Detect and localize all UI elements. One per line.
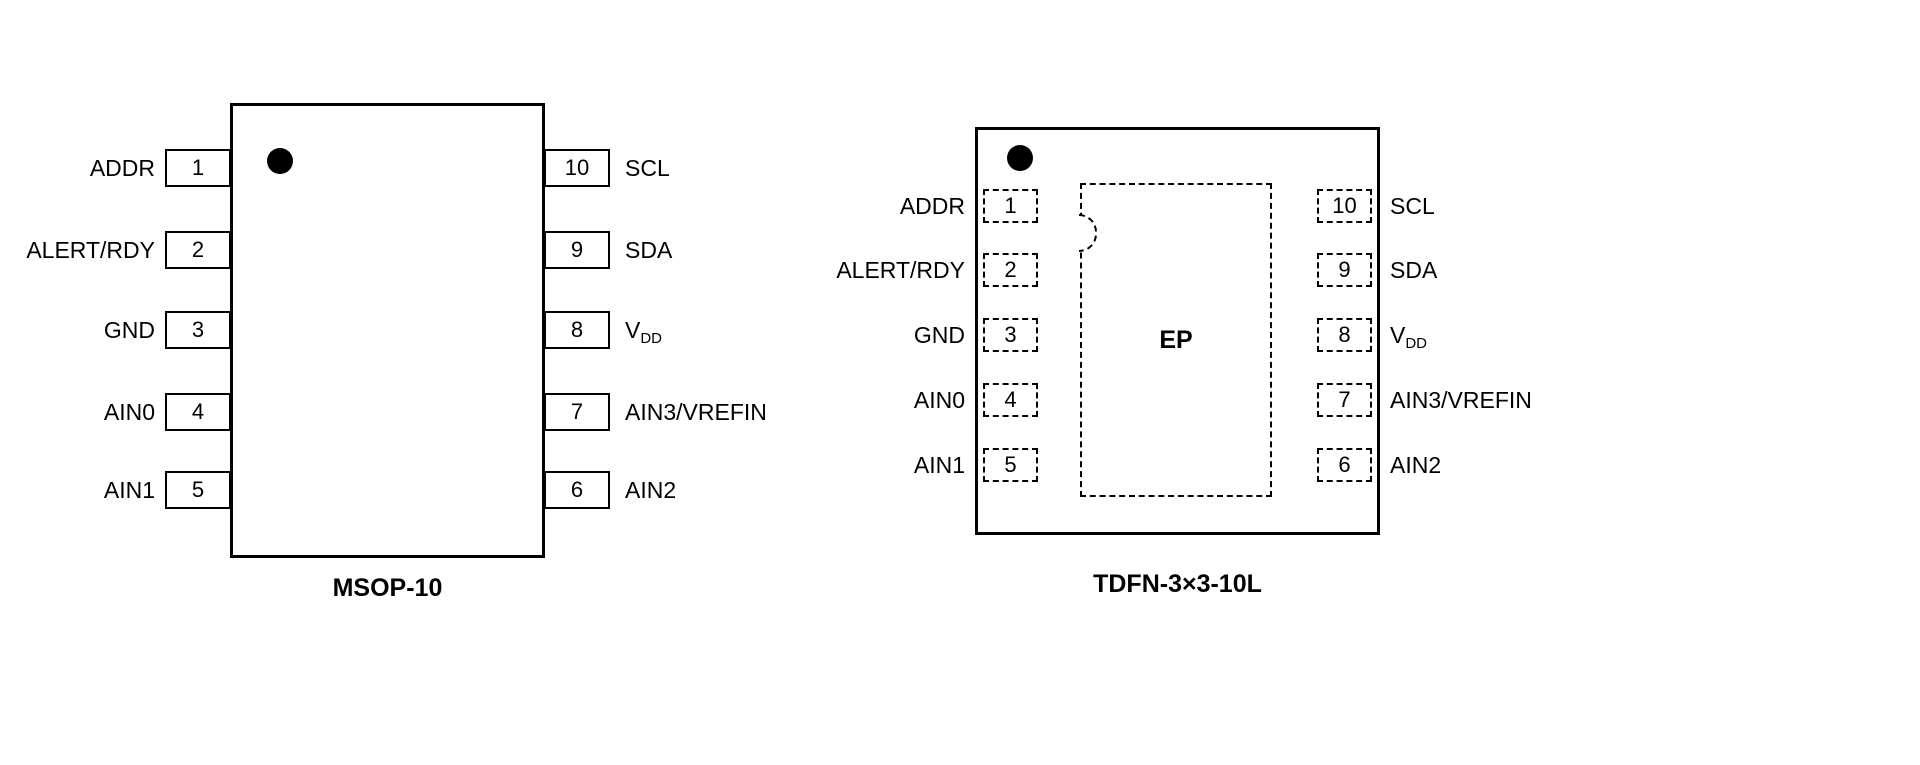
msop-pin-box-1: 1 bbox=[165, 149, 231, 187]
exposed-pad-label: EP bbox=[1159, 325, 1193, 354]
msop-pin-box-4: 4 bbox=[165, 393, 231, 431]
msop-pin-name-vdd: VDD bbox=[625, 311, 975, 349]
tdfn-pin-box-3: 3 bbox=[983, 318, 1038, 352]
msop-pin-name-ain2: AIN2 bbox=[625, 471, 975, 509]
tdfn-pin-name-scl: SCL bbox=[1390, 189, 1740, 223]
msop-pin-box-5: 5 bbox=[165, 471, 231, 509]
tdfn-pin-box-10: 10 bbox=[1317, 189, 1372, 223]
tdfn-pin-box-6: 6 bbox=[1317, 448, 1372, 482]
tdfn-pin-name-vdd: VDD bbox=[1390, 318, 1740, 352]
msop-pin-name-ain3-vrefin: AIN3/VREFIN bbox=[625, 393, 975, 431]
msop-pin-box-7: 7 bbox=[544, 393, 610, 431]
pin-label: AIN2 bbox=[625, 477, 677, 503]
msop-pin-name-sda: SDA bbox=[625, 231, 975, 269]
msop-pin-box-10: 10 bbox=[544, 149, 610, 187]
msop-pin-name-ain0: AIN0 bbox=[103, 399, 155, 425]
msop-pin-name-ain1: AIN1 bbox=[103, 477, 155, 503]
tdfn-pin-name-ain3-vrefin: AIN3/VREFIN bbox=[1390, 383, 1740, 417]
msop-pin-box-3: 3 bbox=[165, 311, 231, 349]
pin-label: AIN3/VREFIN bbox=[1390, 387, 1532, 413]
msop-pin-name-alert-rdy: ALERT/RDY bbox=[26, 237, 155, 263]
tdfn-pin-box-7: 7 bbox=[1317, 383, 1372, 417]
msop-pin-box-8: 8 bbox=[544, 311, 610, 349]
tdfn-pin-box-1: 1 bbox=[983, 189, 1038, 223]
tdfn-pin-box-2: 2 bbox=[983, 253, 1038, 287]
exposed-pad: EP bbox=[1080, 183, 1272, 497]
pin-label: AIN2 bbox=[1390, 452, 1442, 478]
pin-label: SCL bbox=[625, 155, 670, 181]
tdfn-pin-box-5: 5 bbox=[983, 448, 1038, 482]
msop-body-outline bbox=[230, 103, 545, 558]
tdfn-pin-name-addr: ADDR bbox=[899, 193, 965, 219]
tdfn-pin-box-4: 4 bbox=[983, 383, 1038, 417]
msop-caption: MSOP-10 bbox=[332, 574, 443, 602]
tdfn-pin-name-sda: SDA bbox=[1390, 253, 1740, 287]
tdfn-pin-name-ain1: AIN1 bbox=[913, 452, 965, 478]
tdfn-pin-name-alert-rdy: ALERT/RDY bbox=[836, 257, 965, 283]
pin1-indicator-dot bbox=[267, 148, 293, 174]
pin-label: SCL bbox=[1390, 193, 1435, 219]
msop-pin-box-6: 6 bbox=[544, 471, 610, 509]
msop-pin-name-scl: SCL bbox=[625, 149, 975, 187]
pin-label-subscript: DD bbox=[1405, 335, 1428, 352]
pin-label: SDA bbox=[1390, 257, 1438, 283]
pin-label: V bbox=[1390, 322, 1406, 348]
msop-pin-name-addr: ADDR bbox=[89, 155, 155, 181]
msop-pin-name-gnd: GND bbox=[103, 317, 155, 343]
pin-label: V bbox=[625, 317, 641, 343]
tdfn-pin-name-gnd: GND bbox=[913, 322, 965, 348]
pin-label-subscript: DD bbox=[640, 330, 663, 347]
msop-pin-box-2: 2 bbox=[165, 231, 231, 269]
tdfn-caption: TDFN-3×3-10L bbox=[1093, 570, 1262, 598]
tdfn-pin-name-ain0: AIN0 bbox=[913, 387, 965, 413]
tdfn-pin-box-8: 8 bbox=[1317, 318, 1372, 352]
pin-label: SDA bbox=[625, 237, 673, 263]
msop-pin-box-9: 9 bbox=[544, 231, 610, 269]
tdfn-pin-box-9: 9 bbox=[1317, 253, 1372, 287]
tdfn-pin-name-ain2: AIN2 bbox=[1390, 448, 1740, 482]
pin1-indicator-dot bbox=[1007, 145, 1033, 171]
pin-label: AIN3/VREFIN bbox=[625, 399, 767, 425]
